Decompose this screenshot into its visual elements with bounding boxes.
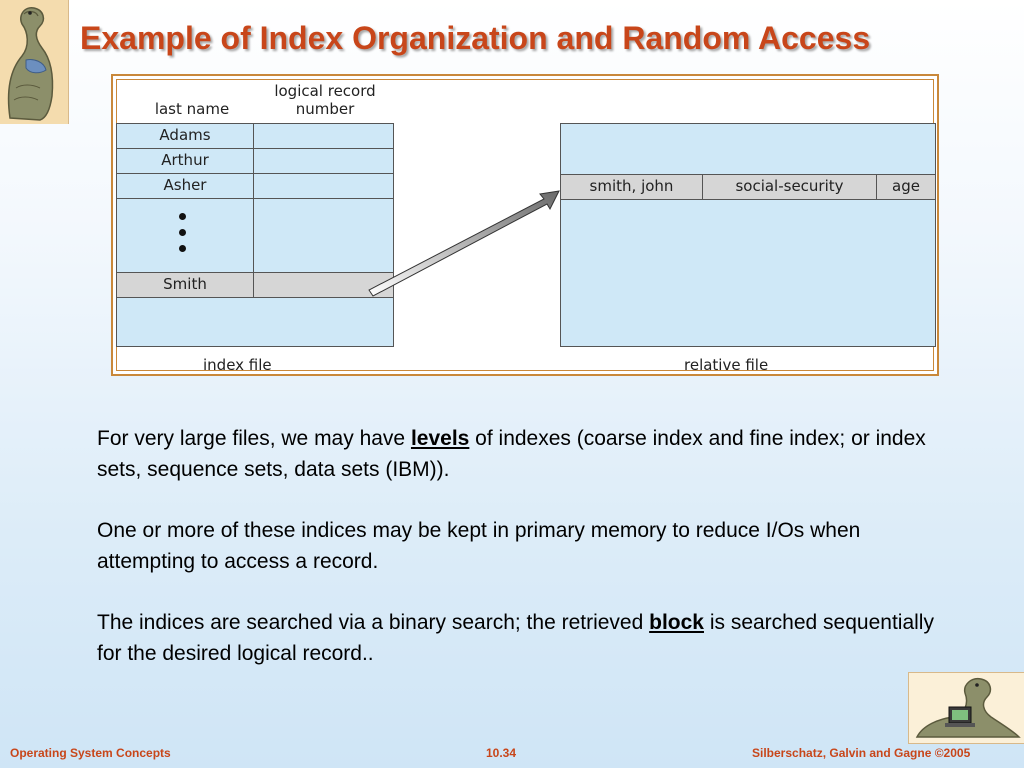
relative-bottom [560, 199, 936, 347]
relative-file-caption: relative file [684, 356, 769, 374]
header-logical-record: logical record [274, 82, 376, 100]
ellipsis-dot [179, 229, 186, 236]
index-file-caption: index file [203, 356, 272, 374]
index-row-name: Adams [116, 123, 254, 149]
paragraph-primary-memory: One or more of these indices may be kept… [97, 519, 861, 573]
index-organization-diagram: last name logical record number Adams Ar… [111, 74, 939, 376]
paragraph-levels: For very large files, we may have levels… [97, 427, 926, 481]
footer-page-number: 10.34 [486, 746, 517, 760]
paragraph-binary-search: The indices are searched via a binary se… [97, 611, 934, 665]
term-levels: levels [410, 427, 470, 450]
footer-course: Operating System Concepts [10, 746, 171, 760]
index-remaining [116, 297, 394, 347]
relative-record-age: age [876, 174, 936, 200]
relative-record-name: smith, john [560, 174, 703, 200]
index-row-number [253, 123, 394, 149]
term-block: block [649, 611, 704, 634]
diagram-canvas: last name logical record number Adams Ar… [116, 79, 936, 374]
ellipsis-dot [179, 213, 186, 220]
dinosaur-computer-icon [908, 672, 1024, 744]
dinosaur-logo-icon [0, 0, 69, 124]
header-last-name: last name [154, 100, 230, 118]
footer-copyright: Silberschatz, Galvin and Gagne ©2005 [752, 746, 971, 760]
pointer-arrow [368, 190, 560, 297]
index-row-name: Asher [116, 173, 254, 199]
index-ellipsis-cell [116, 198, 254, 273]
ellipsis-dot [179, 245, 186, 252]
slide-title: Example of Index Organization and Random… [80, 20, 871, 56]
index-row-name: Arthur [116, 148, 254, 174]
header-number: number [295, 100, 355, 118]
